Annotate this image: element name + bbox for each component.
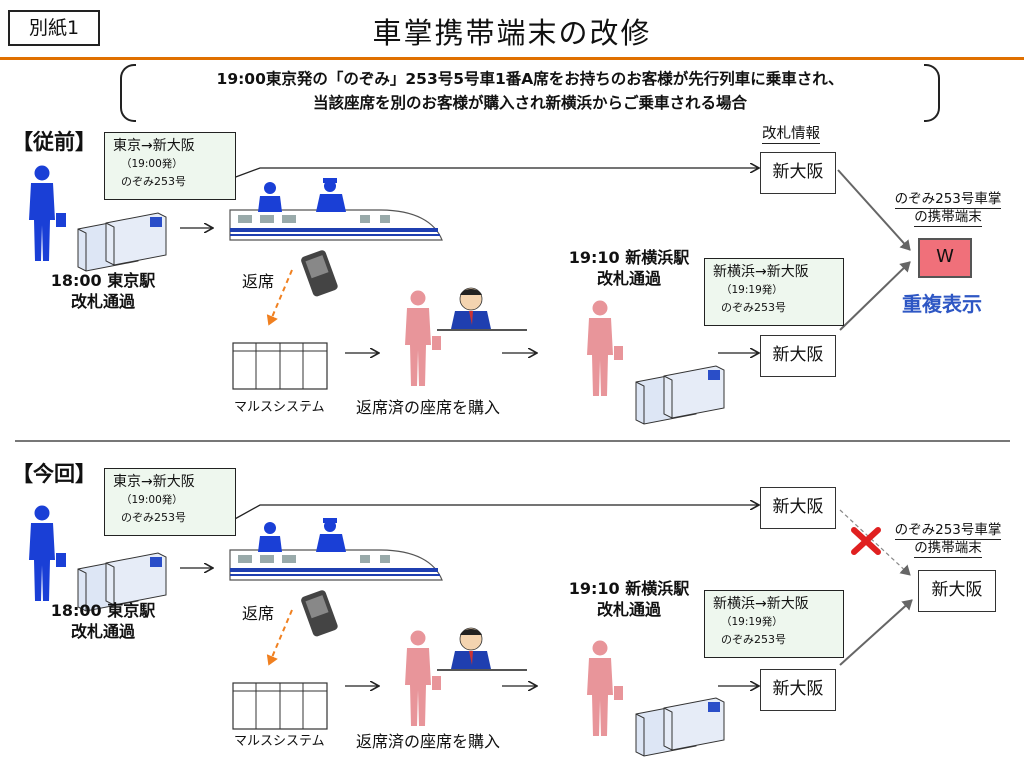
device-title-after: のぞみ253号車掌 の携帯端末 [880,522,1016,558]
gate-info-box-1-after: 新大阪 [760,487,836,529]
ticket-time: （19:19発） [721,284,783,296]
ticket-time: （19:00発） [121,494,183,506]
ticket-train: のぞみ253号 [721,301,786,314]
ticket-time: （19:00発） [121,158,183,170]
ticket-train: のぞみ253号 [121,175,186,188]
device-title-line2: の携帯端末 [914,209,982,227]
duplicate-display-label: 重複表示 [902,292,982,316]
gate-tokyo-label-after: 18:00 東京駅 改札通過 [38,600,168,642]
section-divider [15,440,1010,442]
section-label-before: 【従前】 [12,130,96,154]
purchase-label-after: 返席済の座席を購入 [356,732,501,751]
ticket-info-tokyo-after: 東京→新大阪 （19:00発） のぞみ253号 [104,468,236,536]
gate-info-box-2-after: 新大阪 [760,669,836,711]
gate-info-box-1-before: 新大阪 [760,152,836,194]
ticket-train: のぞみ253号 [721,633,786,646]
station-action: 改札通過 [596,269,661,288]
ticket-time: （19:19発） [721,616,783,628]
after-graphics [29,505,913,757]
device-title-line1: のぞみ253号車掌 [894,191,1002,209]
scenario-text: 19:00東京発の「のぞみ」253号5号車1番A席をお持ちのお客様が先行列車に乗… [140,67,920,115]
station-time: 19:10 新横浜駅 [568,248,690,267]
purchase-label-before: 返席済の座席を購入 [356,398,501,417]
station-shinyokohama-label-after: 19:10 新横浜駅 改札通過 [560,578,698,620]
station-action: 改札通過 [596,600,661,619]
page-title: 車掌携帯端末の改修 [372,16,652,50]
ticket-info-shinyokohama-after: 新横浜→新大阪 （19:19発） のぞみ253号 [704,590,844,658]
station-time: 19:10 新横浜駅 [568,579,690,598]
ticket-route: 東京→新大阪 [113,474,195,490]
ticket-train: のぞみ253号 [121,511,186,524]
gate-tokyo-label-before: 18:00 東京駅 改札通過 [38,270,168,312]
gate-tokyo-action: 改札通過 [70,622,135,641]
device-display-destination: 新大阪 [918,570,996,612]
refund-label-after: 返席 [242,604,275,623]
mars-system-label-before: マルスシステム [234,400,325,415]
gate-tokyo-action: 改札通過 [70,292,135,311]
ticket-info-heading: 改札情報 [762,126,820,144]
ticket-info-shinyokohama-before: 新横浜→新大阪 （19:19発） のぞみ253号 [704,258,844,326]
mars-system-label-after: マルスシステム [234,734,325,749]
scenario-line-2: 当該座席を別のお客様が購入され新横浜からご乗車される場合 [312,94,747,112]
station-shinyokohama-label-before: 19:10 新横浜駅 改札通過 [560,247,698,289]
ticket-info-tokyo-before: 東京→新大阪 （19:00発） のぞみ253号 [104,132,236,200]
gate-tokyo-time: 18:00 東京駅 [50,601,156,620]
scenario-bracket: 19:00東京発の「のぞみ」253号5号車1番A席をお持ちのお客様が先行列車に乗… [120,64,940,122]
gate-info-box-2-before: 新大阪 [760,335,836,377]
gate-tokyo-time: 18:00 東京駅 [50,271,156,290]
ticket-route: 新横浜→新大阪 [713,264,809,280]
device-title-before: のぞみ253号車掌 の携帯端末 [880,191,1016,227]
bracket-left [120,64,136,122]
device-title-line1: のぞみ253号車掌 [894,522,1002,540]
device-title-line2: の携帯端末 [914,540,982,558]
cross-mark-icon [851,527,881,555]
title-underline [0,57,1024,60]
ticket-route: 新横浜→新大阪 [713,596,809,612]
scenario-line-1: 19:00東京発の「のぞみ」253号5号車1番A席をお持ちのお客様が先行列車に乗… [216,70,844,88]
ticket-route: 東京→新大阪 [113,138,195,154]
section-label-after: 【今回】 [12,462,96,486]
device-display-w: W [918,238,972,278]
refund-label-before: 返席 [242,272,275,291]
attachment-tag: 別紙1 [8,10,100,46]
before-graphics [29,166,911,425]
